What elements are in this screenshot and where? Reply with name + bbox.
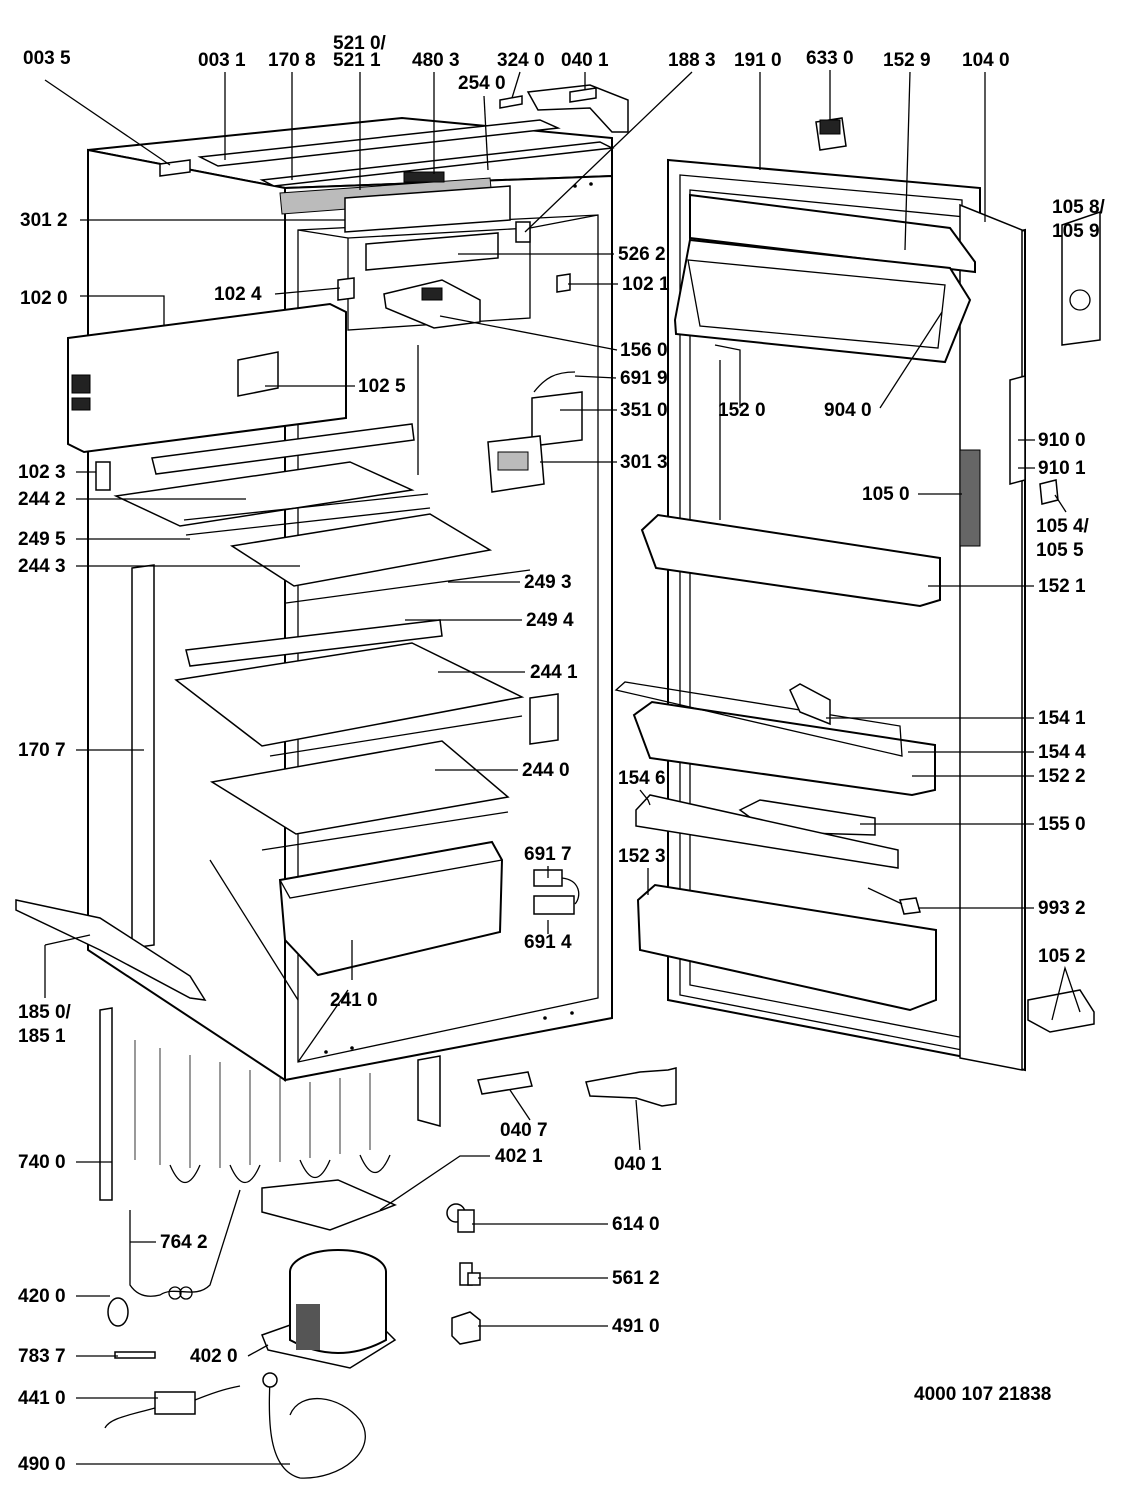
part-label: 783 7 — [18, 1346, 66, 1367]
part-label: 102 3 — [18, 462, 66, 483]
part-label: 691 9 — [620, 368, 668, 389]
part-label: 633 0 — [806, 48, 854, 69]
part-label: 491 0 — [612, 1316, 660, 1337]
part-label: 102 5 — [358, 376, 406, 397]
part-label: 170 8 — [268, 50, 316, 71]
part-label: 490 0 — [18, 1454, 66, 1475]
part-label: 249 4 — [526, 610, 574, 631]
part-labels: 003 5 003 1 170 8 521 0/ 521 1 480 3 254… — [18, 33, 1106, 1475]
light-cover — [383, 279, 481, 329]
condenser — [99, 1007, 441, 1201]
leader-lines — [44, 70, 1081, 1465]
part-label: 102 1 — [622, 274, 670, 295]
part-label: 154 1 — [1038, 708, 1086, 729]
door-bins — [614, 513, 941, 1012]
part-label: 170 7 — [18, 740, 66, 761]
part-label: 244 0 — [522, 760, 570, 781]
door-shelf-top — [673, 193, 976, 364]
part-label: 526 2 — [618, 244, 666, 265]
part-label: 152 2 — [1038, 766, 1086, 787]
part-label: 241 0 — [330, 990, 378, 1011]
hinge-bracket-top — [499, 84, 629, 133]
part-label: 105 5 — [1036, 540, 1084, 561]
part-label: 910 1 — [1038, 458, 1086, 479]
part-label: 152 3 — [618, 846, 666, 867]
part-label: 102 4 — [214, 284, 262, 305]
part-label: 152 0 — [718, 400, 766, 421]
crisper-drawer — [278, 840, 504, 977]
part-label: 105 8/ — [1052, 197, 1106, 218]
part-label: 156 0 — [620, 340, 668, 361]
part-label: 691 7 — [524, 844, 572, 865]
part-label: 154 6 — [618, 768, 666, 789]
part-label: 521 0/ — [333, 33, 387, 54]
part-label: 185 1 — [18, 1026, 66, 1047]
small-parts — [446, 1067, 677, 1345]
part-label: 105 0 — [862, 484, 910, 505]
part-label: 191 0 — [734, 50, 782, 71]
part-label: 324 0 — [497, 50, 545, 71]
control-panel — [279, 171, 531, 271]
part-label: 301 2 — [20, 210, 68, 231]
part-label: 105 9 — [1052, 221, 1100, 242]
part-label: 040 1 — [614, 1154, 662, 1175]
part-label: 740 0 — [18, 1152, 66, 1173]
part-label: 301 3 — [620, 452, 668, 473]
door-side-parts — [815, 117, 1101, 1033]
part-label: 402 0 — [190, 1346, 238, 1367]
part-label: 993 2 — [1038, 898, 1086, 919]
part-label: 040 7 — [500, 1120, 548, 1141]
part-label: 691 4 — [524, 932, 572, 953]
part-label: 244 3 — [18, 556, 66, 577]
part-label: 249 5 — [18, 529, 66, 550]
part-label: 040 1 — [561, 50, 609, 71]
part-label: 003 5 — [23, 48, 71, 69]
part-label: 155 0 — [1038, 814, 1086, 835]
part-label: 614 0 — [612, 1214, 660, 1235]
shelves — [95, 423, 559, 851]
document-id: 4000 107 21838 — [914, 1384, 1051, 1405]
part-label: 105 4/ — [1036, 516, 1090, 537]
part-label: 904 0 — [824, 400, 872, 421]
part-label: 249 3 — [524, 572, 572, 593]
part-label: 152 9 — [883, 50, 931, 71]
part-label: 244 2 — [18, 489, 66, 510]
part-label: 441 0 — [18, 1388, 66, 1409]
part-label: 188 3 — [668, 50, 716, 71]
part-label: 152 1 — [1038, 576, 1086, 597]
filter-drier — [107, 1189, 241, 1359]
part-label: 254 0 — [458, 73, 506, 94]
part-label: 105 2 — [1038, 946, 1086, 967]
part-label: 185 0/ — [18, 1002, 72, 1023]
part-label: 910 0 — [1038, 430, 1086, 451]
part-label: 244 1 — [530, 662, 578, 683]
part-label: 154 4 — [1038, 742, 1086, 763]
base-trim — [15, 899, 207, 1001]
part-label: 561 2 — [612, 1268, 660, 1289]
part-label: 351 0 — [620, 400, 668, 421]
part-label: 104 0 — [962, 50, 1010, 71]
part-label: 102 0 — [20, 288, 68, 309]
part-label: 764 2 — [160, 1232, 208, 1253]
thermostat-assembly — [487, 371, 583, 493]
part-label: 480 3 — [412, 50, 460, 71]
top-trim-strips — [159, 119, 615, 187]
part-label: 521 1 — [333, 50, 381, 71]
part-label: 003 1 — [198, 50, 246, 71]
evaporator-cover — [67, 302, 347, 454]
compressor — [261, 1179, 397, 1369]
side-rail — [131, 564, 155, 949]
part-label: 420 0 — [18, 1286, 66, 1307]
part-label: 402 1 — [495, 1146, 543, 1167]
power-cord — [104, 1372, 366, 1479]
